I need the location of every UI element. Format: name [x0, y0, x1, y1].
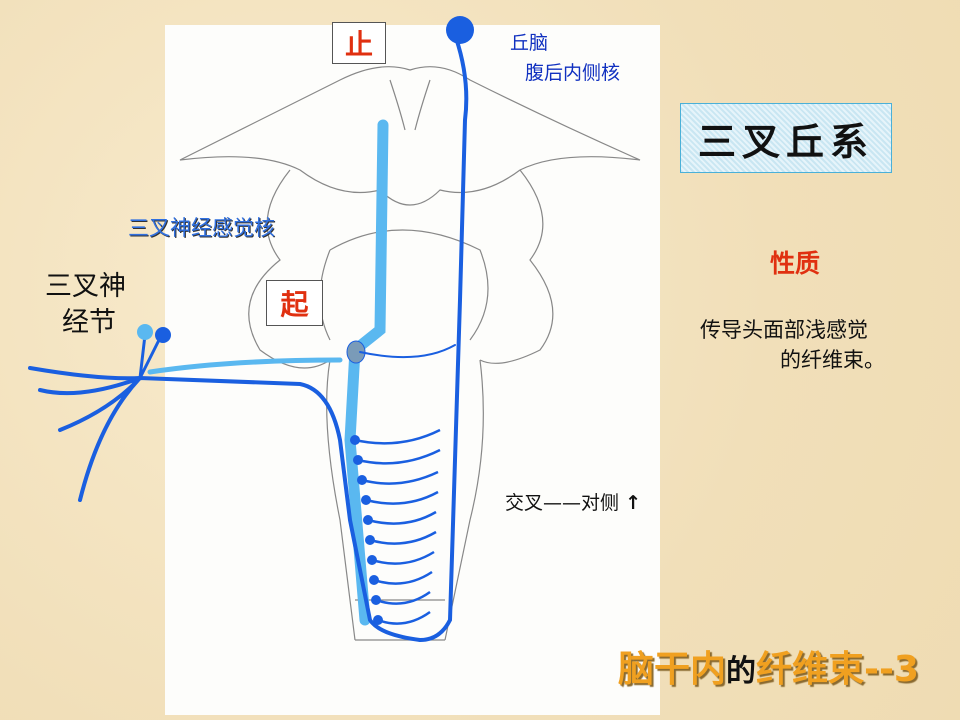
- ganglion-neuron-dark: [155, 327, 171, 343]
- section-title-box: 三叉丘系: [680, 103, 892, 173]
- footer-part2: 的: [726, 654, 757, 689]
- trigeminal-lemniscus: [28, 36, 469, 642]
- thalamus-label-line1: 丘脑: [510, 32, 549, 54]
- thalamus-neuron: [446, 16, 474, 44]
- nature-line1: 传导头面部浅感觉: [700, 318, 868, 342]
- ganglion-label-line2: 经节: [62, 307, 116, 338]
- fiber-cell-bodies: [350, 435, 383, 625]
- nucleus-cell: [346, 340, 366, 364]
- footer-part1: 脑干内: [618, 649, 727, 690]
- up-arrow-icon: ↑: [625, 492, 641, 514]
- sensory-nucleus-label: 三叉神经感觉核: [128, 216, 275, 240]
- brainstem-outline: [179, 66, 641, 641]
- stop-label: 止: [332, 22, 386, 64]
- start-label: 起: [266, 280, 323, 326]
- slide-footer-title: 脑干内的纤维束--3: [618, 640, 919, 692]
- ganglion-label-line1: 三叉神: [45, 271, 126, 302]
- thalamus-label-line2: 腹后内侧核: [525, 62, 621, 84]
- ganglion-neuron-light: [137, 324, 153, 340]
- crossing-label: 交叉——对侧 ↑: [505, 488, 641, 515]
- nature-heading: 性质: [770, 249, 821, 278]
- crossing-text: 交叉——对侧: [505, 492, 620, 514]
- nature-line2: 的纤维束。: [780, 348, 885, 372]
- footer-part3: 纤维束--3: [756, 649, 919, 690]
